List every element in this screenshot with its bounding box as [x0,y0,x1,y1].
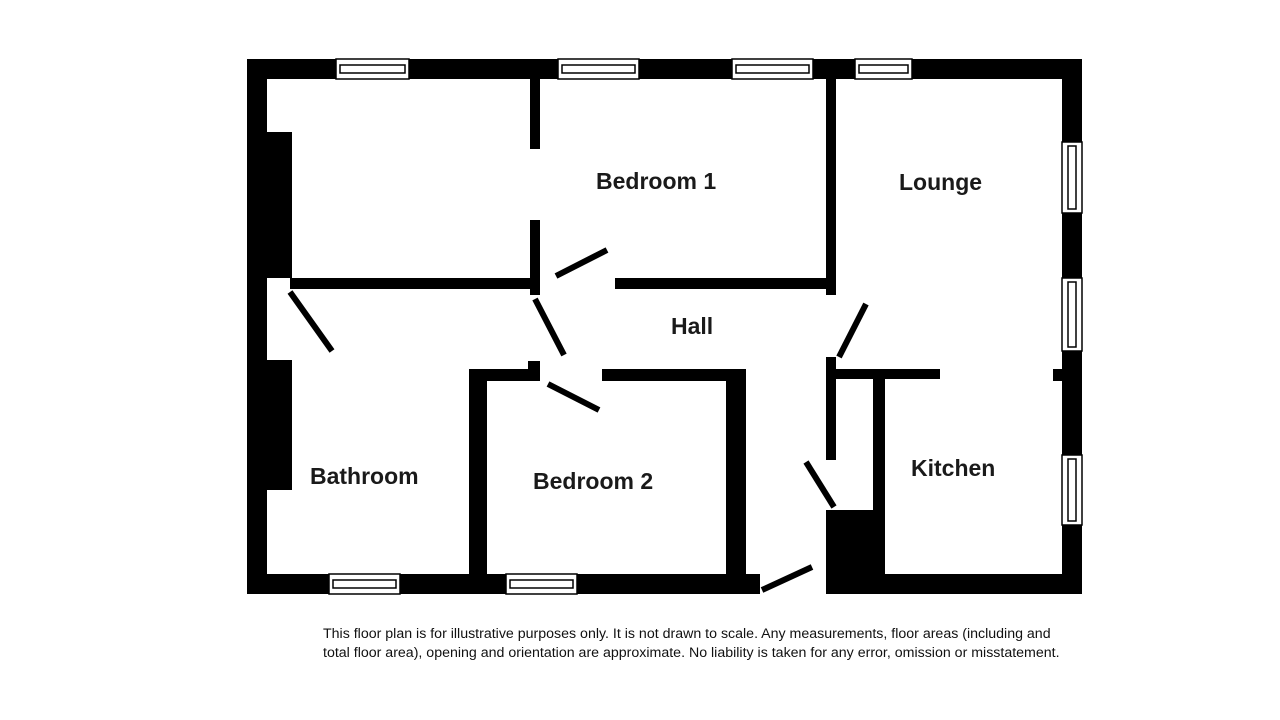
bedroom2-door [546,381,601,413]
cupboard-block [826,510,885,594]
window-right-1 [1061,141,1083,214]
doors [287,247,869,593]
front-door [760,564,814,593]
window-bottom-1 [328,573,401,595]
window-right-3 [1061,454,1083,526]
left-chimney-breast-lower [247,360,292,490]
left-chimney-breast-upper [247,132,292,278]
bedroom1-partition-lower [530,220,540,295]
window-top-2 [557,58,640,80]
room-label-bathroom: Bathroom [310,463,419,489]
bedroom1-bottom-wall-left [290,278,535,289]
bedroom2-right-wall [726,369,746,594]
window-top-3 [731,58,814,80]
bottom-wall-left [247,574,760,594]
window-top-4 [854,58,913,80]
bottom-wall-right [826,574,1082,594]
outer-walls [247,59,1082,594]
room-label-bedroom1: Bedroom 1 [596,168,716,194]
room-label-bedroom2: Bedroom 2 [533,468,653,494]
room-label-lounge: Lounge [899,169,982,195]
window-right-2 [1061,277,1083,352]
hall-inner-door [532,297,567,357]
bedroom1-bottom-wall-right [615,278,835,289]
disclaimer-text: This floor plan is for illustrative purp… [323,626,1060,661]
windows [328,58,1083,595]
room-label-hall: Hall [671,313,713,339]
lounge-left-wall [826,77,836,295]
window-top-1 [335,58,410,80]
bedroom1-door [554,247,609,279]
bedroom1-partition-upper [530,77,540,149]
window-bottom-2 [505,573,578,595]
room-label-kitchen: Kitchen [911,455,995,481]
internal-walls [290,77,940,594]
cupboard-door [803,460,837,509]
bedroom2-left-wall [469,369,487,594]
bathroom-door [287,290,335,353]
hall-door-stub [528,361,540,381]
floor-plan: Bedroom 1 Lounge Hall Bathroom Bedroom 2… [247,58,1083,595]
lounge-kitchen-wall-lower [826,357,836,460]
lounge-door [836,302,869,359]
right-wall-nib [1053,369,1067,381]
bedroom2-top-wall-right [602,369,746,381]
kitchen-top-wall [836,369,940,379]
